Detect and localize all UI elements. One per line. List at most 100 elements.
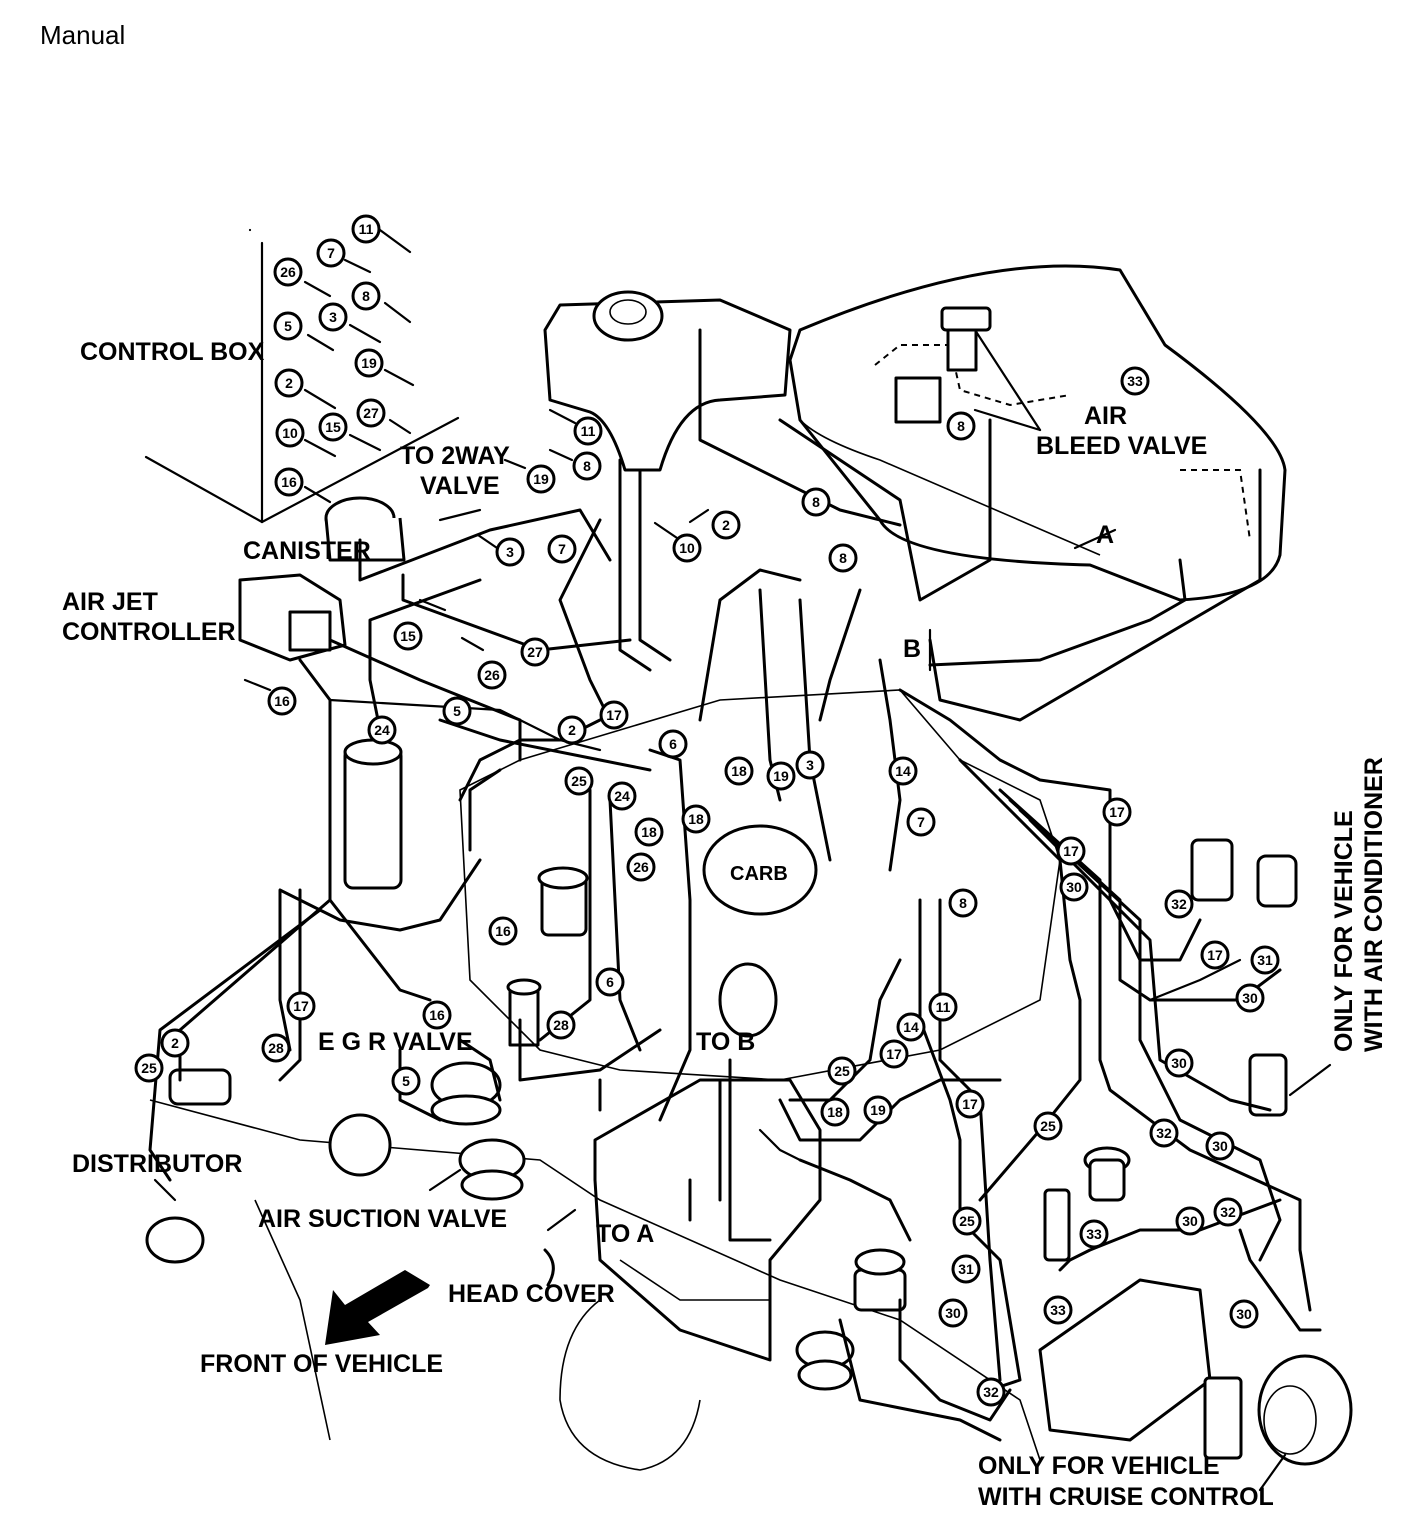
svg-text:27: 27	[363, 405, 379, 421]
hose-callout: 25	[952, 1206, 982, 1236]
hose-callout: 18	[681, 804, 711, 834]
page-title: Manual	[40, 20, 126, 50]
pointer-arrows	[153, 228, 1332, 1492]
hose-callout: 26	[626, 852, 656, 882]
svg-text:15: 15	[325, 419, 341, 435]
distributor-label: DISTRIBUTOR	[72, 1150, 242, 1178]
control-box-label: CONTROL BOX	[80, 338, 265, 366]
svg-text:8: 8	[957, 418, 965, 434]
canister-label: CANISTER	[243, 537, 371, 565]
hose-callout: 32	[1213, 1197, 1243, 1227]
hose-callout: 30	[1175, 1206, 1205, 1236]
hose-callouts: 11 7 26 8 5 3 19 2 27 10 15 16 11 8 19 2…	[134, 214, 1280, 1407]
svg-text:5: 5	[284, 318, 292, 334]
hose-callout: 19	[863, 1095, 893, 1125]
svg-text:10: 10	[679, 540, 695, 556]
svg-text:17: 17	[606, 707, 622, 723]
hose-callout: 27	[520, 637, 550, 667]
hose-callout: 6	[595, 967, 625, 997]
svg-text:30: 30	[1066, 879, 1082, 895]
svg-text:33: 33	[1127, 373, 1143, 389]
svg-text:3: 3	[806, 757, 814, 773]
hose-callout: 24	[367, 715, 397, 745]
hose-callout: 8	[572, 451, 602, 481]
svg-text:30: 30	[1212, 1138, 1228, 1154]
to-b-label: TO B	[696, 1028, 755, 1056]
hose-callout: 14	[888, 756, 918, 786]
svg-text:32: 32	[983, 1384, 999, 1400]
hose-callout: 8	[948, 888, 978, 918]
carb-body	[702, 824, 818, 916]
engine-drawing	[144, 241, 1353, 1471]
hose-callout: 26	[273, 257, 303, 287]
hose-callout: 10	[672, 533, 702, 563]
svg-text:17: 17	[962, 1096, 978, 1112]
svg-text:11: 11	[581, 423, 596, 439]
svg-text:26: 26	[633, 859, 649, 875]
svg-text:11: 11	[936, 999, 951, 1015]
svg-text:11: 11	[359, 221, 374, 237]
svg-text:28: 28	[268, 1040, 284, 1056]
air-bleed-valve-body	[946, 328, 978, 372]
hose-callout: 32	[976, 1377, 1006, 1407]
svg-text:15: 15	[400, 628, 416, 644]
hose-callout: 33	[1079, 1219, 1109, 1249]
svg-text:18: 18	[827, 1104, 843, 1120]
hose-callout: 17	[1056, 836, 1086, 866]
hose-callout: 30	[1164, 1048, 1194, 1078]
svg-text:25: 25	[141, 1060, 157, 1076]
air-jet-controller-label-1: AIR JET	[62, 588, 158, 616]
air-bleed-valve-lower	[894, 376, 942, 424]
svg-text:6: 6	[669, 736, 677, 752]
to-2way-valve-label-2: VALVE	[420, 472, 500, 500]
hose-callout: 26	[477, 660, 507, 690]
svg-text:8: 8	[839, 550, 847, 566]
svg-text:5: 5	[402, 1073, 410, 1089]
hose-callout: 15	[318, 412, 348, 442]
hose-callout: 25	[134, 1053, 164, 1083]
coil-cylinder	[343, 746, 403, 890]
hose-callout: 17	[599, 700, 629, 730]
hose-callout: 25	[827, 1056, 857, 1086]
hose-callout: 18	[820, 1097, 850, 1127]
hose-callout: 5	[391, 1066, 421, 1096]
hose-callout: 28	[546, 1010, 576, 1040]
svg-text:30: 30	[945, 1305, 961, 1321]
svg-text:16: 16	[495, 923, 511, 939]
svg-text:14: 14	[903, 1019, 919, 1035]
head-cover-label: HEAD COVER	[448, 1280, 615, 1308]
svg-text:30: 30	[1242, 990, 1258, 1006]
svg-text:30: 30	[1236, 1306, 1252, 1322]
svg-text:2: 2	[285, 375, 293, 391]
svg-text:7: 7	[917, 814, 925, 830]
carb-label: CARB	[730, 863, 788, 885]
svg-text:31: 31	[958, 1261, 974, 1277]
hose-callout: 8	[351, 281, 381, 311]
svg-text:2: 2	[722, 517, 730, 533]
hose-callout: 18	[634, 817, 664, 847]
svg-text:14: 14	[895, 763, 911, 779]
hose-callout: 31	[951, 1254, 981, 1284]
point-a-label: A	[1096, 521, 1114, 549]
cruise-only-label-2: WITH CRUISE CONTROL	[978, 1483, 1274, 1511]
hose-callout: 30	[1205, 1131, 1235, 1161]
svg-text:8: 8	[812, 494, 820, 510]
hose-callout: 19	[354, 348, 384, 378]
hose-callout: 33	[1043, 1295, 1073, 1325]
hose-callout: 30	[1235, 983, 1265, 1013]
svg-text:8: 8	[959, 895, 967, 911]
svg-text:19: 19	[870, 1102, 886, 1118]
svg-text:3: 3	[329, 309, 337, 325]
svg-text:32: 32	[1156, 1125, 1172, 1141]
point-b-label: B	[903, 635, 921, 663]
hose-callout: 11	[928, 992, 958, 1022]
distributor-cap	[145, 1216, 205, 1264]
front-of-vehicle-label: FRONT OF VEHICLE	[200, 1350, 443, 1378]
to-2way-valve-label-1: TO 2WAY	[400, 442, 510, 470]
svg-text:10: 10	[282, 425, 298, 441]
head-cover-block	[593, 1078, 822, 1362]
air-suction-valve-label: AIR SUCTION VALVE	[258, 1205, 507, 1233]
hose-callout: 3	[495, 537, 525, 567]
